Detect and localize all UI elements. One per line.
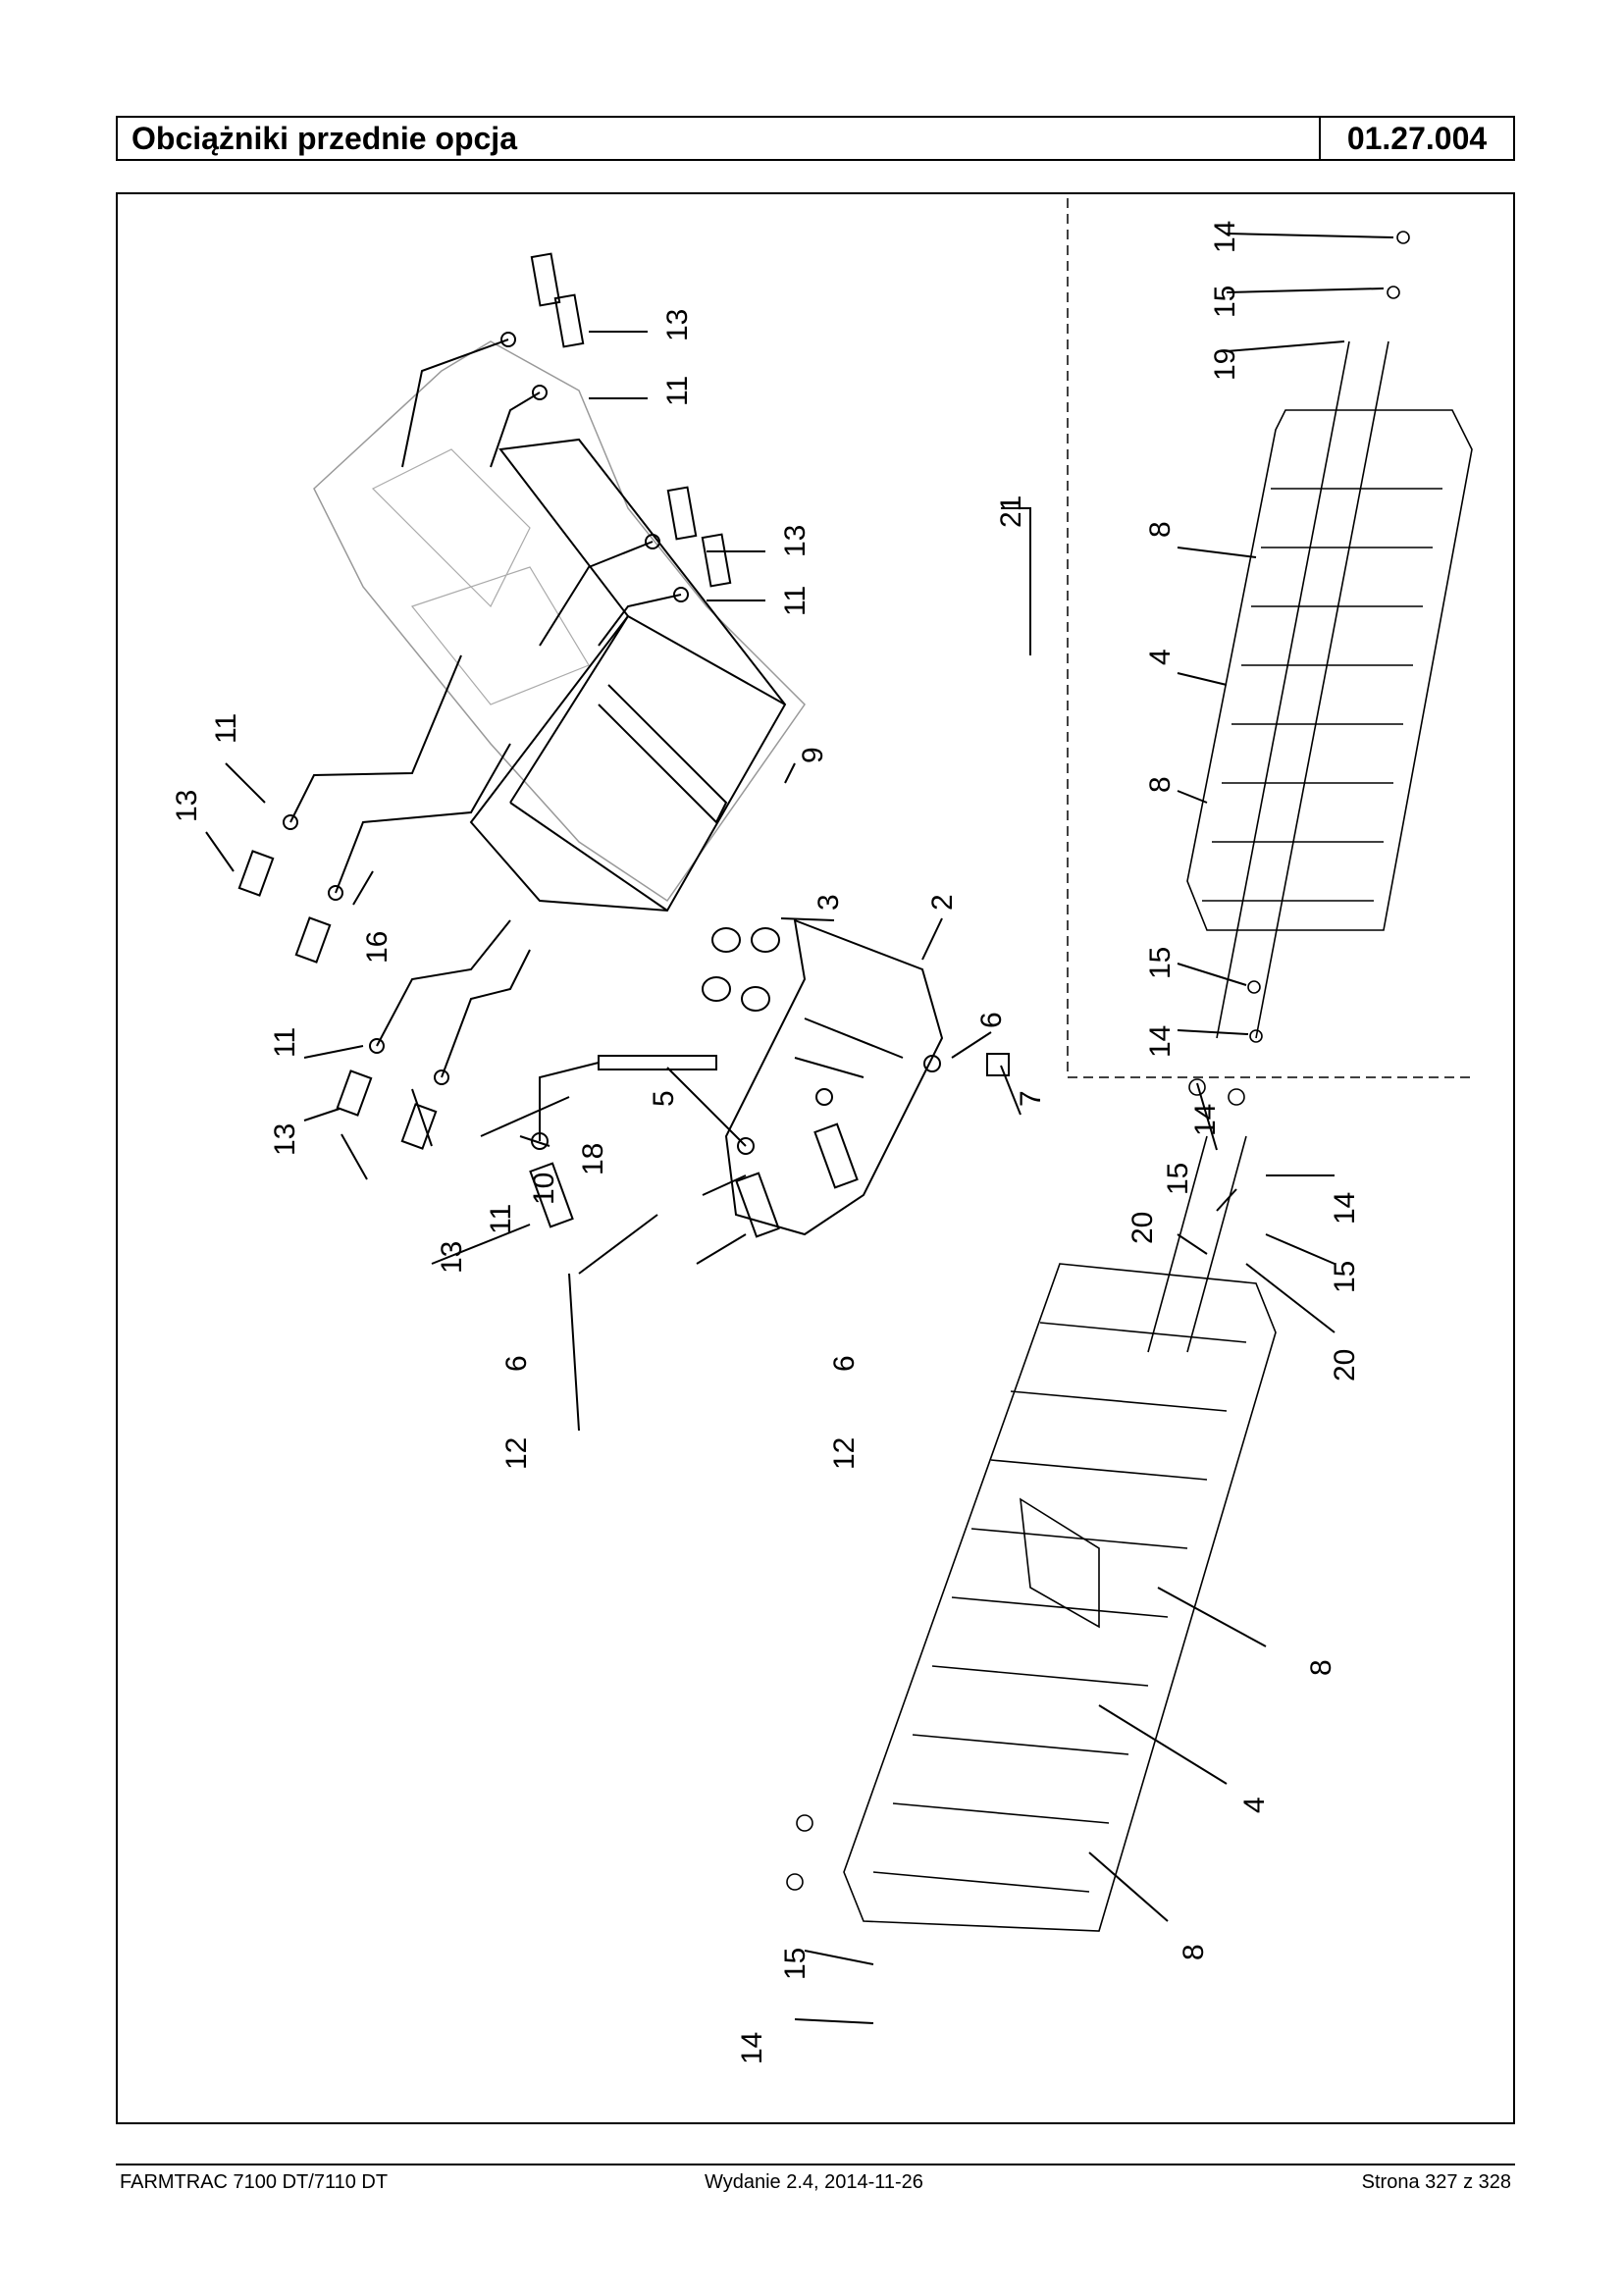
callout-labels: 11 13 11 13 11 13 16 11 13 13 11 10 18 5… xyxy=(171,221,1361,2064)
weight-bracket-9 xyxy=(469,438,787,913)
callout-11-d: 11 xyxy=(779,586,812,616)
callout-16: 16 xyxy=(361,931,393,964)
section-code: 01.27.004 xyxy=(1346,120,1488,156)
callout-13-a: 13 xyxy=(171,790,203,822)
callout-19: 19 xyxy=(1209,348,1241,381)
callout-21: 21 xyxy=(995,496,1027,528)
callout-11-b: 11 xyxy=(269,1027,301,1058)
callout-12-b: 12 xyxy=(828,1437,861,1470)
callout-10: 10 xyxy=(528,1173,560,1205)
callout-3: 3 xyxy=(812,894,845,911)
callout-6-b: 6 xyxy=(500,1355,533,1372)
callout-11-a: 11 xyxy=(210,713,242,744)
callout-18: 18 xyxy=(577,1143,609,1175)
callout-5: 5 xyxy=(648,1090,680,1107)
footer-edition: Wydanie 2.4, 2014-11-26 xyxy=(705,2171,923,2193)
callout-15-b: 15 xyxy=(1144,947,1177,979)
footer-page-number: Strona 327 z 328 xyxy=(1361,2171,1511,2193)
kit-21-dashed-boundary xyxy=(1067,198,1474,1078)
callout-15-c: 15 xyxy=(1162,1163,1194,1195)
callout-15-a: 15 xyxy=(1209,286,1241,318)
callout-8-b: 8 xyxy=(1144,776,1177,793)
page-footer: FARMTRAC 7100 DT/7110 DT Wydanie 2.4, 20… xyxy=(116,2171,1515,2201)
callout-9: 9 xyxy=(797,747,829,763)
page-title: Obciążniki przednie opcja xyxy=(118,118,1321,159)
callout-4-a: 4 xyxy=(1144,649,1177,665)
callout-13-b: 13 xyxy=(269,1123,301,1156)
callout-15-e: 15 xyxy=(779,1948,812,1980)
callout-7: 7 xyxy=(1015,1090,1047,1107)
callout-14-d: 14 xyxy=(1329,1192,1361,1225)
carrier-plate-2 xyxy=(724,918,944,1236)
callout-14-b: 14 xyxy=(1144,1025,1177,1058)
callout-4-b: 4 xyxy=(1238,1797,1271,1813)
callout-6-c: 6 xyxy=(828,1355,861,1372)
callout-11-c: 11 xyxy=(661,376,694,406)
callout-8-a: 8 xyxy=(1144,521,1177,538)
callout-6-a: 6 xyxy=(975,1012,1008,1028)
callout-2: 2 xyxy=(926,894,959,911)
callout-12-a: 12 xyxy=(500,1437,533,1470)
callout-20-b: 20 xyxy=(1329,1349,1361,1382)
callout-13-c: 13 xyxy=(661,309,694,341)
footer-rule xyxy=(116,2164,1515,2165)
callout-8-d: 8 xyxy=(1178,1944,1210,1960)
callout-14-e: 14 xyxy=(736,2032,768,2064)
callout-15-d: 15 xyxy=(1329,1261,1361,1293)
tractor-frame-outline xyxy=(313,340,806,903)
footer-model: FARMTRAC 7100 DT/7110 DT xyxy=(120,2171,389,2193)
inset-weight-stack xyxy=(1186,231,1473,1043)
lower-weight-stack xyxy=(786,1078,1277,1932)
callout-14-c: 14 xyxy=(1189,1104,1222,1136)
callout-20-a: 20 xyxy=(1126,1212,1159,1244)
diagram-frame: 11 13 11 13 11 13 16 11 13 13 11 10 18 5… xyxy=(116,192,1515,2124)
callout-13-d: 13 xyxy=(779,525,812,557)
page-header: Obciążniki przednie opcja 01.27.004 xyxy=(116,116,1515,161)
callout-11-e: 11 xyxy=(485,1204,517,1234)
callout-14-a: 14 xyxy=(1209,221,1241,253)
exploded-parts-diagram: 11 13 11 13 11 13 16 11 13 13 11 10 18 5… xyxy=(171,198,1474,2064)
callout-8-c: 8 xyxy=(1305,1659,1337,1676)
callout-13-e: 13 xyxy=(436,1241,468,1274)
